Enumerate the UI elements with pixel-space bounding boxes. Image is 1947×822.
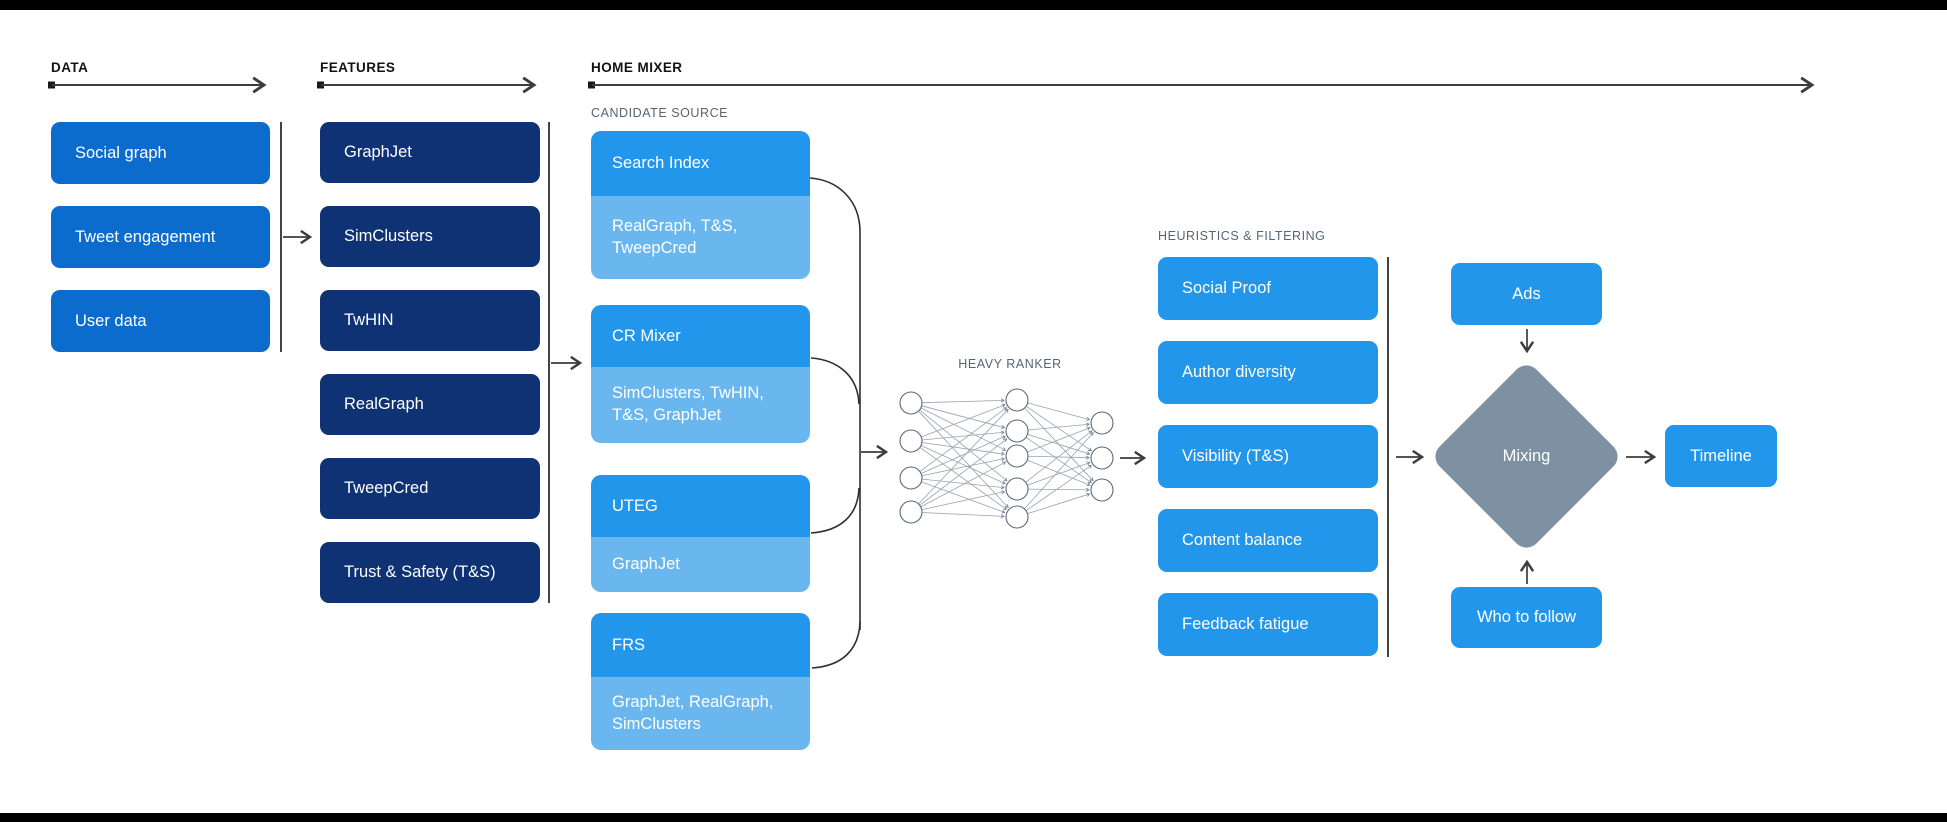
- data-box-tweet-engagement: Tweet engagement: [51, 206, 270, 268]
- data-box-user-data: User data: [51, 290, 270, 352]
- filter-box-content-balance: Content balance: [1158, 509, 1378, 572]
- heavy-ranker-nodes: [899, 388, 1114, 529]
- timeline-box: Timeline: [1665, 425, 1777, 487]
- candidate-source-uses: GraphJet, RealGraph, SimClusters: [591, 677, 810, 750]
- candidate-source-uses: RealGraph, T&S, TweepCred: [591, 196, 810, 279]
- section-title-data: DATA: [51, 60, 89, 75]
- candidate-collector: [809, 177, 861, 669]
- filter-box-author-diversity: Author diversity: [1158, 341, 1378, 404]
- candidate-source-name: Search Index: [591, 131, 810, 196]
- feature-box-simclusters: SimClusters: [320, 206, 540, 267]
- candidate-source-uteg: UTEG GraphJet: [591, 475, 810, 592]
- top-black-bar: [0, 0, 1947, 10]
- feature-box-trust-safety: Trust & Safety (T&S): [320, 542, 540, 603]
- label-candidate-source: CANDIDATE SOURCE: [591, 106, 729, 120]
- candidate-source-name: FRS: [591, 613, 810, 677]
- candidate-source-uses: GraphJet: [591, 537, 810, 592]
- label-heuristics-filtering: HEURISTICS & FILTERING: [1158, 229, 1326, 243]
- feature-box-graphjet: GraphJet: [320, 122, 540, 183]
- bottom-black-bar: [0, 813, 1947, 822]
- filter-box-social-proof: Social Proof: [1158, 257, 1378, 320]
- candidate-source-frs: FRS GraphJet, RealGraph, SimClusters: [591, 613, 810, 750]
- filter-box-visibility: Visibility (T&S): [1158, 425, 1378, 488]
- feature-box-tweepcred: TweepCred: [320, 458, 540, 519]
- candidate-source-uses: SimClusters, TwHIN, T&S, GraphJet: [591, 367, 810, 443]
- feature-box-realgraph: RealGraph: [320, 374, 540, 435]
- section-arrow-data: [48, 76, 267, 94]
- candidate-source-cr-mixer: CR Mixer SimClusters, TwHIN, T&S, GraphJ…: [591, 305, 810, 443]
- section-title-features: FEATURES: [320, 60, 396, 75]
- section-title-home-mixer: HOME MIXER: [591, 60, 683, 75]
- label-heavy-ranker: HEAVY RANKER: [958, 357, 1062, 371]
- ads-box: Ads: [1451, 263, 1602, 325]
- who-to-follow-box: Who to follow: [1451, 587, 1602, 648]
- feature-box-twhin: TwHIN: [320, 290, 540, 351]
- section-arrow-features: [317, 76, 537, 94]
- filter-box-feedback-fatigue: Feedback fatigue: [1158, 593, 1378, 656]
- candidate-source-search-index: Search Index RealGraph, T&S, TweepCred: [591, 131, 810, 279]
- candidate-source-name: CR Mixer: [591, 305, 810, 367]
- data-box-social-graph: Social graph: [51, 122, 270, 184]
- heavy-ranker-edges: [918, 398, 1094, 519]
- mixing-label: Mixing: [1502, 447, 1551, 465]
- candidate-source-name: UTEG: [591, 475, 810, 537]
- section-arrow-home-mixer: [588, 76, 1815, 94]
